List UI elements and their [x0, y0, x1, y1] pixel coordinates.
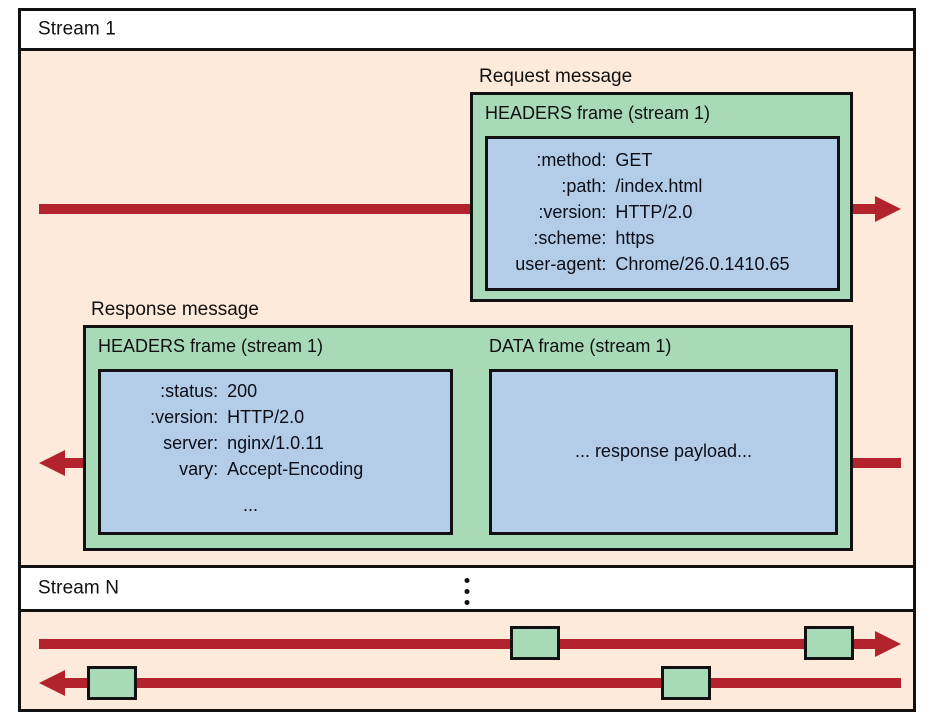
stream-n-inbound-frame-block [661, 666, 711, 700]
vertical-ellipsis-icon [464, 576, 470, 607]
header-value: Accept-Encoding [227, 458, 364, 479]
stream-n-outbound-arrow [39, 631, 901, 657]
stream-n-outbound-frame-block [510, 626, 560, 660]
request-headers-rows: :method: GET :path: /index.html :version… [488, 148, 837, 278]
response-headers-continuation: ... [243, 495, 259, 515]
header-key: :status: [160, 381, 219, 401]
request-headers-frame-title: HEADERS frame (stream 1) [485, 103, 711, 123]
header-value: /index.html [615, 175, 703, 196]
table-row: server: nginx/1.0.11 [101, 431, 450, 457]
request-arrow [39, 196, 901, 222]
response-arrow-head [39, 450, 65, 476]
header-key: :version: [150, 406, 219, 427]
header-key: :method: [536, 150, 607, 170]
header-value: GET [615, 150, 653, 170]
request-message-label: Request message [479, 66, 633, 87]
stream-n-outbound-frame-block [804, 626, 854, 660]
response-message-frame: HEADERS frame (stream 1) DATA frame (str… [83, 325, 853, 551]
stream-n-outbound-arrow-head [875, 631, 901, 657]
response-payload-text: ... response payload... [574, 441, 753, 461]
table-row: user-agent: Chrome/26.0.1410.65 [488, 252, 837, 278]
stream-n-inbound-arrow-head [39, 670, 65, 696]
stream-n-outbound-shaft [39, 639, 879, 649]
header-value: nginx/1.0.11 [227, 432, 324, 453]
stream-1-title-bar: Stream 1 [21, 11, 913, 51]
response-headers-rows: :status: 200 :version: HTTP/2.0 server: … [101, 379, 450, 483]
request-arrow-shaft [39, 204, 879, 214]
header-value: https [615, 227, 655, 248]
header-value: HTTP/2.0 [615, 201, 693, 222]
header-key: :path: [561, 175, 607, 196]
request-headers-frame: HEADERS frame (stream 1) :method: GET :p… [470, 92, 853, 302]
response-data-frame-title: DATA frame (stream 1) [489, 336, 672, 356]
table-row: :status: 200 [101, 379, 450, 405]
figure-outer-frame: Stream 1 Request message HEADERS frame (… [18, 8, 916, 712]
header-key: user-agent: [515, 253, 607, 274]
stream-n-inbound-arrow [39, 670, 901, 696]
stream-n-inbound-frame-block [87, 666, 137, 700]
response-message-label: Response message [91, 299, 259, 320]
stream-n-inbound-shaft [61, 678, 901, 688]
table-row: :scheme: https [488, 226, 837, 252]
stream-1-title: Stream 1 [38, 18, 116, 40]
table-row: :path: /index.html [488, 174, 837, 200]
header-value: HTTP/2.0 [227, 406, 305, 427]
stream-n-title: Stream N [38, 577, 120, 599]
stream-n-title-bar: Stream N [21, 565, 913, 612]
response-headers-payload: :status: 200 :version: HTTP/2.0 server: … [98, 369, 453, 535]
header-key: vary: [179, 458, 219, 479]
header-value: Chrome/26.0.1410.65 [615, 253, 790, 274]
table-row: :version: HTTP/2.0 [101, 405, 450, 431]
table-row: vary: Accept-Encoding [101, 457, 450, 483]
response-headers-frame-title: HEADERS frame (stream 1) [98, 336, 324, 356]
request-headers-payload: :method: GET :path: /index.html :version… [485, 136, 840, 291]
request-headers-table: :method: GET :path: /index.html :version… [488, 148, 837, 278]
header-value: 200 [227, 381, 258, 401]
header-key: :scheme: [533, 227, 607, 248]
table-row: :method: GET [488, 148, 837, 174]
response-headers-table: :status: 200 :version: HTTP/2.0 server: … [101, 379, 450, 483]
table-row: :version: HTTP/2.0 [488, 200, 837, 226]
response-data-payload: ... response payload... [489, 369, 838, 535]
header-key: :version: [538, 201, 607, 222]
header-key: server: [163, 432, 219, 453]
request-arrow-head [875, 196, 901, 222]
